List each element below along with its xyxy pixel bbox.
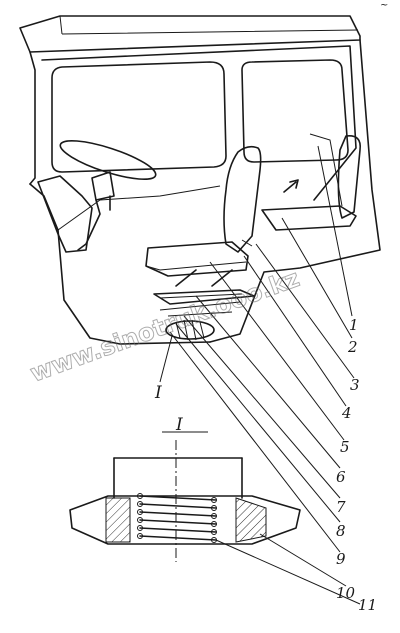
corner-mark: ~ bbox=[380, 0, 388, 11]
part-label-8: 8 bbox=[336, 522, 346, 540]
part-label-10: 10 bbox=[336, 584, 356, 602]
detail-label-main: I bbox=[154, 383, 162, 403]
part-label-5: 5 bbox=[340, 438, 350, 456]
part-label-11: 11 bbox=[358, 596, 377, 614]
watermark-text: www.sinotruk.ooo.kz bbox=[26, 264, 303, 388]
leader-lines bbox=[159, 145, 361, 605]
part-label-9: 9 bbox=[336, 550, 346, 568]
part-label-3: 3 bbox=[350, 376, 360, 394]
detail-section-I bbox=[69, 431, 301, 562]
cab-outline bbox=[19, 15, 381, 345]
part-label-7: 7 bbox=[336, 498, 346, 516]
part-label-2: 2 bbox=[347, 338, 358, 356]
passenger-seat bbox=[261, 133, 362, 231]
part-labels: 1 2 3 4 5 6 7 8 9 10 11 I I ~ bbox=[154, 0, 388, 614]
part-label-6: 6 bbox=[336, 468, 346, 486]
part-label-1: 1 bbox=[349, 316, 359, 334]
rear-windows bbox=[51, 59, 349, 173]
part-label-4: 4 bbox=[341, 404, 352, 422]
steering-wheel bbox=[37, 139, 157, 253]
driver-seat bbox=[145, 145, 262, 341]
detail-label-section: I bbox=[175, 415, 183, 435]
